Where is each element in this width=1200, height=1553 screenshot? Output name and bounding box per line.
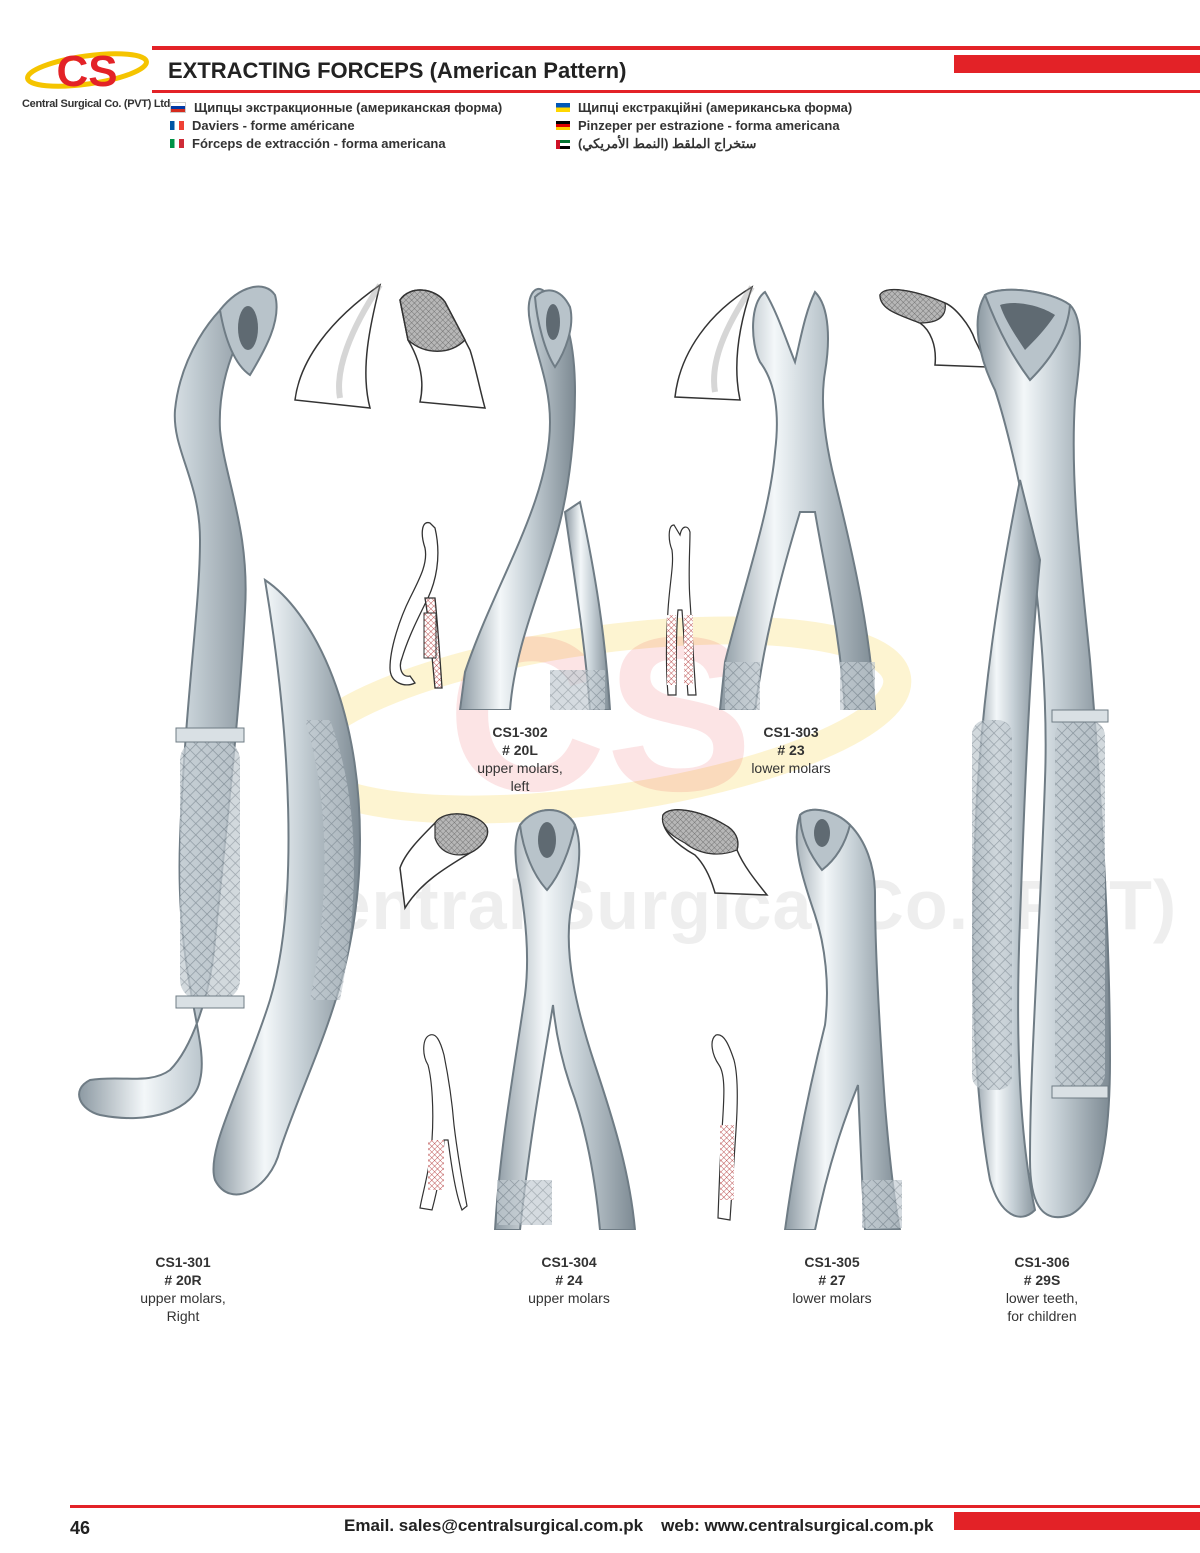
- beak-detail-cs1-304-icon: [399, 813, 489, 911]
- product-label-cs1-306: CS1-306 # 29S lower teeth, for children: [1005, 1254, 1079, 1324]
- svg-text:CS: CS: [56, 47, 117, 96]
- beak-detail-cs1-305-icon: [661, 809, 769, 896]
- italy-flag-icon: [170, 139, 184, 148]
- translation-ua: Щипці екстракційні (американська форма): [556, 100, 852, 115]
- uae-flag-icon: [556, 139, 570, 149]
- product-label-cs1-304: CS1-304 # 24 upper molars: [528, 1254, 610, 1306]
- germany-flag-icon: [556, 121, 570, 130]
- forceps-cs1-306-icon: [972, 288, 1112, 1218]
- footer-rule: [70, 1505, 1200, 1508]
- russia-flag-icon: [170, 102, 186, 113]
- product-label-cs1-301: CS1-301 # 20R upper molars, Right: [140, 1254, 226, 1324]
- translation-it: Fórceps de extracción - forma americana: [170, 136, 446, 151]
- translation-de: Pinzeper per estrazione - forma american…: [556, 118, 840, 133]
- header-red-block: [954, 55, 1200, 73]
- outline-cs1-305-icon: [711, 1034, 738, 1221]
- footer-red-block: [954, 1512, 1200, 1530]
- outline-cs1-302-icon: [389, 521, 443, 689]
- beak-detail-cs1-301-icon: [294, 283, 487, 409]
- footer-web[interactable]: web: www.centralsurgical.com.pk: [661, 1516, 934, 1535]
- forceps-cs1-304-icon: [493, 809, 637, 1230]
- header-rule-bottom: [152, 90, 1200, 93]
- footer-contact: Email. sales@centralsurgical.com.pk web: …: [344, 1516, 934, 1536]
- outline-cs1-303-icon: [665, 524, 697, 696]
- product-label-cs1-302: CS1-302 # 20L upper molars, left: [477, 724, 563, 794]
- forceps-cs1-303-icon: [718, 290, 877, 710]
- forceps-cs1-302-icon: [458, 287, 612, 710]
- footer-email[interactable]: Email. sales@centralsurgical.com.pk: [344, 1516, 644, 1535]
- france-flag-icon: [170, 121, 184, 130]
- translation-fr: Daviers - forme américane: [170, 118, 355, 133]
- forceps-cs1-305-icon: [783, 808, 902, 1230]
- translation-ru: Щипцы экстракционные (американская форма…: [170, 100, 502, 115]
- header-rule: [152, 46, 1200, 50]
- page-number: 46: [70, 1518, 91, 1538]
- product-label-cs1-305: CS1-305 # 27 lower molars: [792, 1254, 872, 1306]
- brand-tagline: Central Surgical Co. (PVT) Ltd.,: [22, 98, 176, 110]
- ukraine-flag-icon: [556, 103, 570, 112]
- forceps-cs1-301-icon: [78, 285, 362, 1196]
- page-title: EXTRACTING FORCEPS (American Pattern): [168, 58, 627, 83]
- outline-cs1-304-icon: [419, 1034, 468, 1211]
- product-label-cs1-303: CS1-303 # 23 lower molars: [751, 724, 831, 776]
- cs-logo-icon: CS: [25, 47, 149, 96]
- translation-ae: ستخراج الملقط (النمط الأمريكي): [556, 136, 756, 152]
- beak-detail-cs1-303-icon: [674, 285, 755, 401]
